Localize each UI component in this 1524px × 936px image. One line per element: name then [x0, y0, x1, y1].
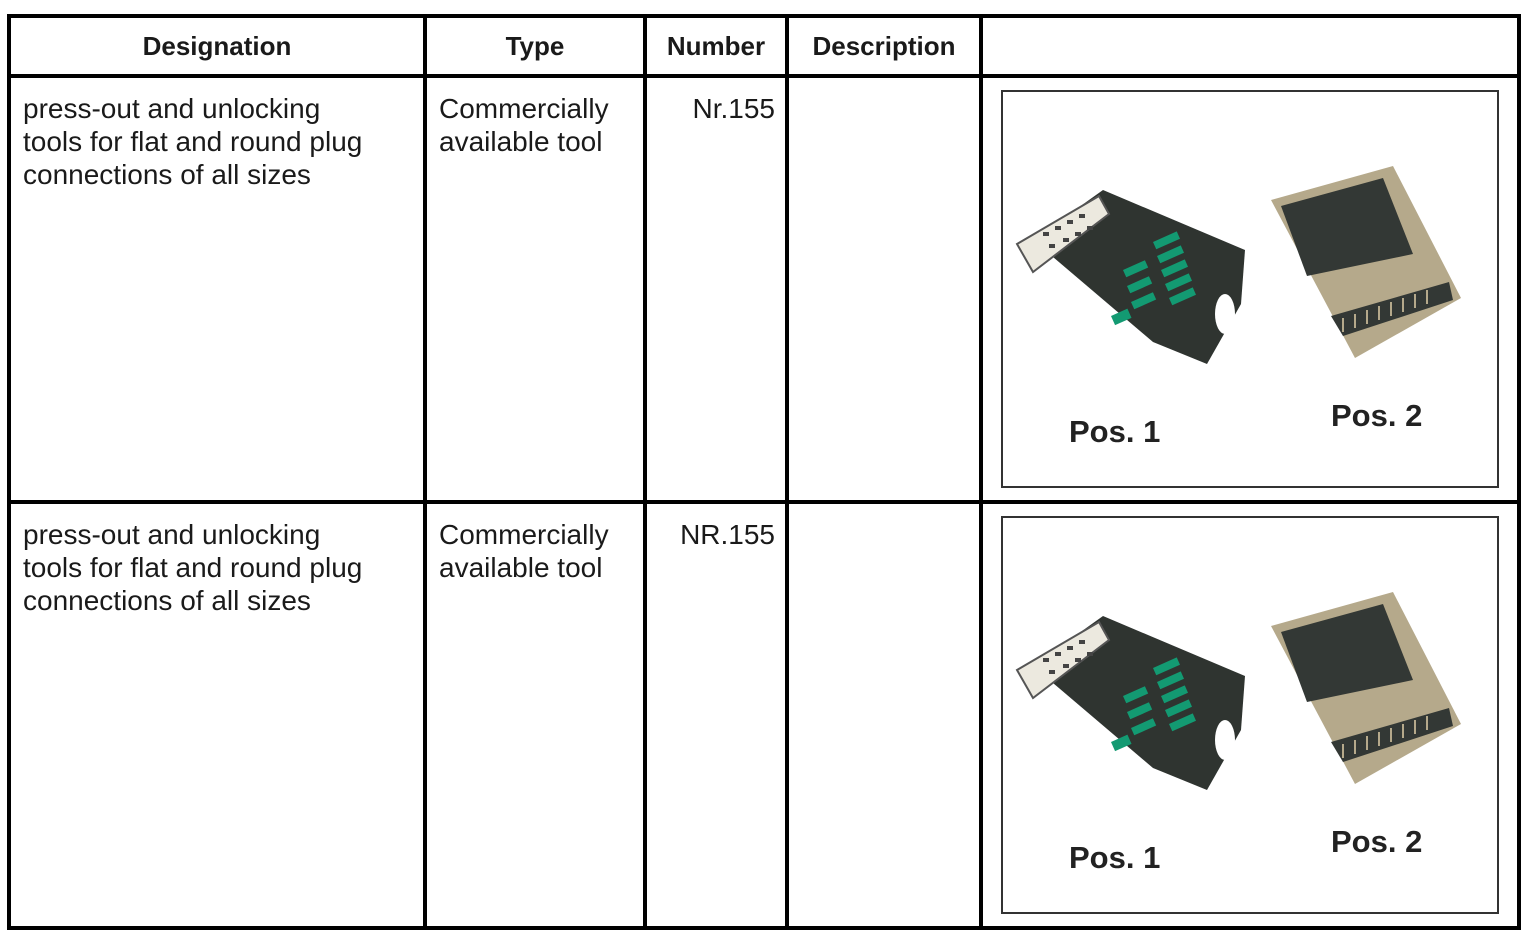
type-line: Commercially	[439, 519, 609, 550]
designation-line: connections of all sizes	[23, 585, 311, 616]
description-cell	[785, 500, 983, 930]
pos2-case-icon	[1271, 166, 1461, 358]
designation-line: connections of all sizes	[23, 159, 311, 190]
designation-cell: press-out and unlocking tools for flat a…	[7, 500, 427, 930]
pos2-label: Pos. 2	[1331, 398, 1423, 433]
designation-line: tools for flat and round plug	[23, 126, 363, 157]
header-designation: Designation	[7, 14, 427, 78]
number-cell: NR.155	[643, 500, 789, 930]
description-value	[789, 504, 979, 518]
table-row: press-out and unlocking tools for flat a…	[7, 74, 1521, 504]
pos1-case-icon	[1015, 616, 1245, 790]
designation-line: tools for flat and round plug	[23, 552, 363, 583]
header-description: Description	[785, 14, 983, 78]
pos1-label: Pos. 1	[1069, 840, 1161, 875]
description-cell	[785, 74, 983, 504]
number-cell: Nr.155	[643, 74, 789, 504]
image-cell: Pos. 1 Pos. 2	[979, 500, 1521, 930]
header-number: Number	[643, 14, 789, 78]
pos1-label: Pos. 1	[1069, 414, 1161, 449]
tool-table: Designation Type Number Description pres…	[7, 14, 1521, 930]
header-image	[979, 14, 1521, 78]
header-row: Designation Type Number Description	[7, 14, 1521, 78]
number-value: Nr.155	[692, 93, 776, 124]
type-line: available tool	[439, 552, 603, 583]
image-cell: Pos. 1 Pos. 2	[979, 74, 1521, 504]
type-line: Commercially	[439, 93, 609, 124]
type-cell: Commercially available tool	[423, 500, 647, 930]
table-row: press-out and unlocking tools for flat a…	[7, 500, 1521, 930]
header-type: Type	[423, 14, 647, 78]
tool-kit-image: Pos. 1 Pos. 2	[1001, 516, 1499, 914]
pos1-case-icon	[1015, 190, 1245, 364]
tool-kit-illustration	[1015, 166, 1461, 364]
designation-line: press-out and unlocking	[23, 93, 321, 124]
designation-line: press-out and unlocking	[23, 519, 321, 550]
description-value	[789, 78, 979, 92]
designation-cell: press-out and unlocking tools for flat a…	[7, 74, 427, 504]
type-line: available tool	[439, 126, 603, 157]
tool-kit-illustration	[1015, 592, 1461, 790]
pos2-label: Pos. 2	[1331, 824, 1423, 859]
pos2-case-icon	[1271, 592, 1461, 784]
type-cell: Commercially available tool	[423, 74, 647, 504]
number-value: NR.155	[680, 519, 775, 550]
tool-kit-image: Pos. 1 Pos. 2	[1001, 90, 1499, 488]
